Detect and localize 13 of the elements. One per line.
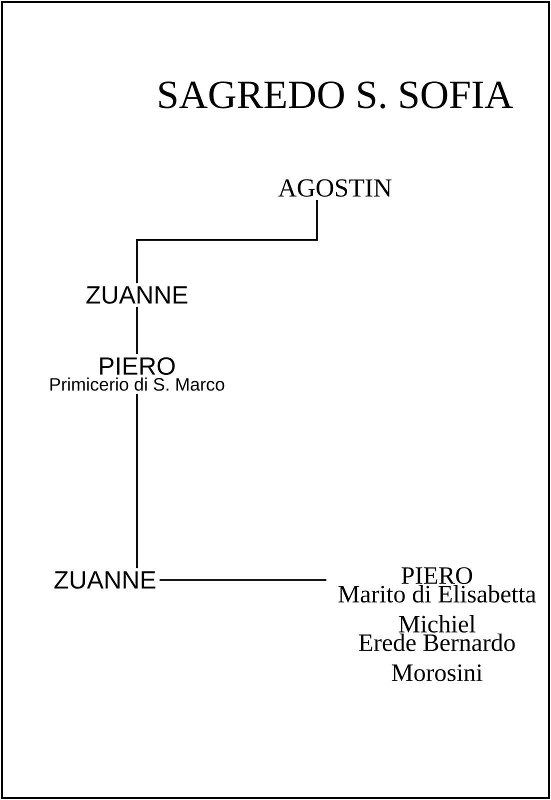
name-label: AGOSTIN [278,179,392,197]
name-label: ZUANNE [54,571,156,589]
note-text: Erede Bernardo Morosini [358,634,515,682]
connector-line [136,306,138,354]
note-text: Marito di Elisabetta Michiel [338,585,536,633]
title: SAGREDO S. SOFIA [159,82,513,109]
note-text: Primicerio di S. Marco [50,378,224,391]
connector-line [136,200,318,284]
connector-line [136,394,138,568]
name-label: PIERO [100,357,175,375]
name-label: PIERO [402,567,472,584]
name-label: ZUANNE [86,286,188,304]
connector-line [160,579,326,581]
